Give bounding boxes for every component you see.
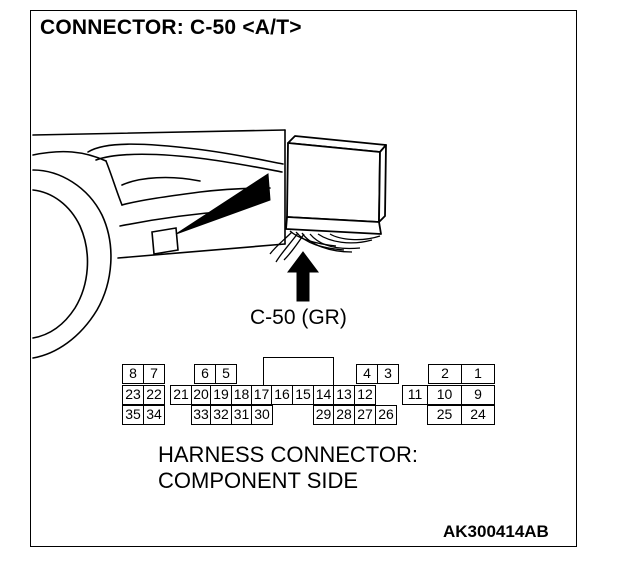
pointer-arrow [287,251,319,302]
pin-32: 32 [210,405,232,425]
pin-12: 12 [354,385,376,405]
pin-30: 30 [251,405,273,425]
pin-10: 10 [427,385,462,405]
pin-35: 35 [122,405,144,425]
pin-14: 14 [313,385,334,405]
dashboard-lower-line [117,243,286,259]
pin-24: 24 [461,405,495,425]
pin-15: 15 [292,385,314,405]
connector-callout-label: C-50 (GR) [250,306,347,329]
location-marker-box [151,227,179,255]
pin-29: 29 [313,405,334,425]
pin-9: 9 [461,385,495,405]
pin-1: 1 [461,364,495,384]
pin-6: 6 [194,364,216,384]
pin-18: 18 [231,385,252,405]
pin-33: 33 [191,405,211,425]
cluster-lower [121,176,201,186]
caption-line-1: HARNESS CONNECTOR: [158,442,418,467]
steering-wheel-outer [32,169,112,359]
steering-wheel-inner [32,189,89,339]
pin-4: 4 [356,364,378,384]
connector-housing-tab [263,357,334,386]
pin-25: 25 [427,405,462,425]
dashboard-upper-curve [32,150,107,162]
pin-7: 7 [143,364,165,384]
pin-17: 17 [251,385,272,405]
pin-28: 28 [333,405,355,425]
pin-11: 11 [402,385,428,405]
pin-20: 20 [191,385,211,405]
pin-31: 31 [231,405,252,425]
cluster-inner [95,153,283,173]
cluster-hood-left [105,160,123,206]
dashboard-top-line [32,129,286,136]
pin-26: 26 [375,405,397,425]
pin-8: 8 [122,364,144,384]
caption-line-2: COMPONENT SIDE [158,468,359,493]
pin-5: 5 [215,364,237,384]
control-module [285,135,387,235]
pin-23: 23 [122,385,144,405]
leader-wedge [175,173,271,235]
pin-2: 2 [428,364,462,384]
figure-id: AK300414AB [443,522,549,541]
pin-27: 27 [354,405,376,425]
connector-title: CONNECTOR: C-50 <A/T> [40,16,302,39]
pin-3: 3 [377,364,399,384]
pin-21: 21 [170,385,192,405]
wire-harness [269,230,381,263]
cluster-outer [87,143,284,165]
pin-13: 13 [333,385,355,405]
pin-22: 22 [143,385,165,405]
pin-16: 16 [271,385,293,405]
diagram-frame [30,10,577,547]
pin-19: 19 [210,385,232,405]
pin-34: 34 [143,405,165,425]
